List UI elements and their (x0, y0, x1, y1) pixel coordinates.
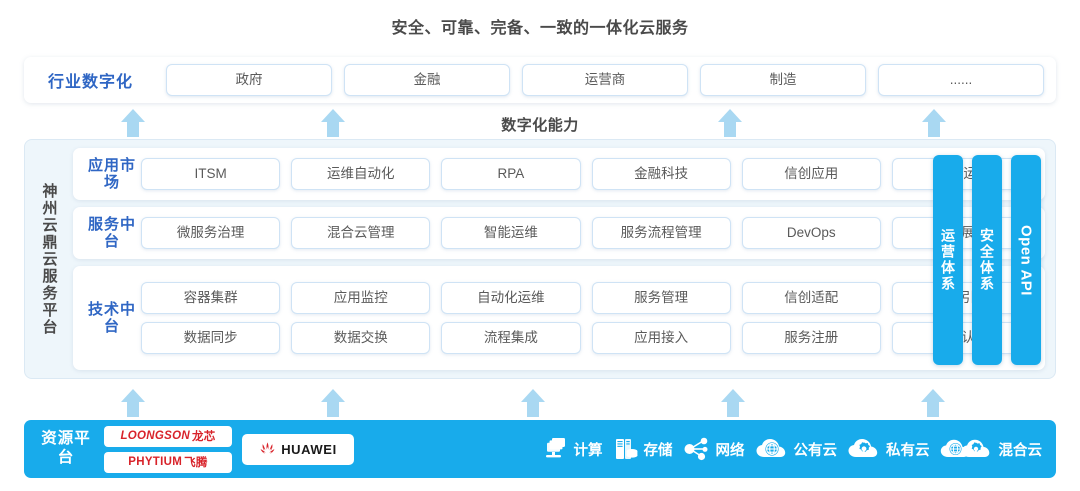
layer-grid-application-market: ITSM 运维自动化 RPA 金融科技 信创应用 运维/运营 (141, 158, 1035, 190)
resource-item-private-cloud[interactable]: 私有云 (847, 437, 930, 461)
side-bar-label-open-api: Open API (1017, 224, 1035, 296)
side-bar-open-api[interactable]: Open API (1011, 155, 1041, 365)
cell-application-monitoring[interactable]: 应用监控 (291, 282, 431, 314)
resource-label-hybrid-cloud: 混合云 (998, 442, 1043, 459)
cell-xinchuang-adaptation[interactable]: 信创适配 (741, 282, 881, 314)
layer-grid-tech-midplatform: 容器集群 应用监控 自动化运维 服务管理 信创适配 流程引擎 数据同步 数据交换… (141, 282, 1035, 354)
cell-service-registry[interactable]: 服务注册 (741, 322, 881, 354)
cell-service-process-mgmt[interactable]: 服务流程管理 (591, 217, 731, 249)
layer-label-application-market: 应用市场 (87, 156, 136, 191)
cell-data-exchange[interactable]: 数据交换 (291, 322, 431, 354)
loongson-logo-text: LOONGSON (120, 430, 190, 442)
resource-label-network: 网络 (715, 442, 745, 459)
layer-grid-service-midplatform: 微服务治理 混合云管理 智能运维 服务流程管理 DevOps 大屏展示 (141, 217, 1035, 249)
layer-label-service-midplatform: 服务中台 (87, 215, 136, 250)
industry-row-label: 行业数字化 (48, 74, 134, 91)
industry-chip-government[interactable]: 政府 (166, 64, 332, 96)
platform-vertical-label-wrap: 神州云鼎云服务平台 (25, 140, 73, 378)
resource-label-private-cloud: 私有云 (886, 442, 930, 459)
cell-hybrid-cloud-mgmt[interactable]: 混合云管理 (291, 217, 431, 249)
resource-label-public-cloud: 公有云 (793, 442, 838, 459)
page-title: 安全、可靠、完备、一致的一体化云服务 (391, 20, 689, 37)
network-icon (684, 437, 707, 461)
resource-item-storage[interactable]: 存储 (613, 436, 673, 462)
grid-row: 容器集群 应用监控 自动化运维 服务管理 信创适配 流程引擎 (141, 282, 1032, 314)
grid-row: 数据同步 数据交换 流程集成 应用接入 服务注册 统一认证 (141, 322, 1032, 354)
hybrid-cloud-icon (940, 439, 989, 457)
cell-data-sync[interactable]: 数据同步 (141, 322, 281, 354)
side-bar-operations-system[interactable]: 运营体系 (933, 155, 963, 365)
cell-rpa[interactable]: RPA (441, 158, 581, 190)
resource-label-compute: 计算 (573, 442, 603, 459)
industry-chip-telecom[interactable]: 运营商 (522, 64, 688, 96)
resource-platform-label: 资源平台 (41, 430, 91, 466)
cell-container-cluster[interactable]: 容器集群 (141, 282, 281, 314)
resource-item-compute[interactable]: 计算 (543, 436, 603, 462)
up-arrow-icon (120, 108, 146, 138)
cell-intelligent-ops[interactable]: 智能运维 (441, 217, 581, 249)
cell-microservice-governance[interactable]: 微服务治理 (141, 217, 281, 249)
side-bar-label-security: 安全体系 (979, 228, 995, 292)
public-cloud-icon (756, 439, 785, 457)
cell-devops[interactable]: DevOps (741, 217, 881, 249)
industry-chip-manufacturing[interactable]: 制造 (700, 64, 866, 96)
industry-digitalization-row: 行业数字化 政府 金融 运营商 制造 ...... (24, 57, 1056, 103)
huawei-logo[interactable]: HUAWEI (242, 433, 354, 465)
up-arrow-icon (720, 388, 746, 418)
compute-icon (545, 438, 565, 458)
huawei-flower-icon (260, 441, 275, 454)
industry-chip-finance[interactable]: 金融 (344, 64, 510, 96)
capability-caption: 数字化能力 (501, 117, 579, 134)
private-cloud-icon (848, 439, 878, 457)
up-arrow-icon (717, 108, 743, 138)
cell-application-access[interactable]: 应用接入 (591, 322, 731, 354)
cell-xinchuang-app[interactable]: 信创应用 (741, 158, 881, 190)
layer-label-tech-midplatform: 技术中台 (87, 300, 136, 335)
grid-row: ITSM 运维自动化 RPA 金融科技 信创应用 运维/运营 (141, 158, 1032, 190)
cell-process-integration[interactable]: 流程集成 (441, 322, 581, 354)
up-arrow-icon (920, 388, 946, 418)
grid-row: 微服务治理 混合云管理 智能运维 服务流程管理 DevOps 大屏展示 (141, 217, 1032, 249)
resource-item-network[interactable]: 网络 (683, 436, 745, 462)
industry-chip-list: 政府 金融 运营商 制造 ...... (166, 64, 1044, 96)
layer-service-midplatform: 服务中台 微服务治理 混合云管理 智能运维 服务流程管理 DevOps 大屏展示 (73, 207, 1045, 259)
cell-service-management[interactable]: 服务管理 (591, 282, 731, 314)
cell-automated-ops[interactable]: 自动化运维 (441, 282, 581, 314)
loongson-logo-cjk: 龙芯 (191, 431, 216, 443)
cell-ops-automation[interactable]: 运维自动化 (291, 158, 431, 190)
side-bar-security-system[interactable]: 安全体系 (972, 155, 1002, 365)
up-arrow-icon (320, 388, 346, 418)
side-bar-group: 运营体系 安全体系 Open API (933, 155, 1041, 365)
up-arrow-icon (921, 108, 947, 138)
phytium-logo-text: PHYTIUM (128, 456, 183, 468)
phytium-logo-cjk: 飞腾 (184, 457, 208, 469)
platform-layers: 应用市场 ITSM 运维自动化 RPA 金融科技 信创应用 运维/运营 服务中台 (73, 140, 1055, 378)
layer-tech-midplatform: 技术中台 容器集群 应用监控 自动化运维 服务管理 信创适配 流程引擎 数据同步… (73, 266, 1045, 370)
side-bar-label-operations: 运营体系 (940, 228, 956, 292)
resource-label-storage: 存储 (643, 442, 673, 459)
cloud-service-platform-container: 神州云鼎云服务平台 应用市场 ITSM 运维自动化 RPA 金融科技 信创应用 … (24, 139, 1056, 379)
platform-vertical-label: 神州云鼎云服务平台 (40, 182, 58, 336)
resource-item-public-cloud[interactable]: 公有云 (755, 437, 838, 461)
up-arrow-icon (520, 388, 546, 418)
resource-item-hybrid-cloud[interactable]: 混合云 (940, 437, 1043, 461)
storage-icon (615, 439, 637, 459)
cell-itsm[interactable]: ITSM (141, 158, 281, 190)
layer-application-market: 应用市场 ITSM 运维自动化 RPA 金融科技 信创应用 运维/运营 (73, 148, 1045, 200)
industry-chip-more[interactable]: ...... (878, 64, 1044, 96)
huawei-logo-text: HUAWEI (281, 441, 337, 457)
up-arrow-icon (120, 388, 146, 418)
cell-fintech[interactable]: 金融科技 (591, 158, 731, 190)
up-arrow-icon (320, 108, 346, 138)
